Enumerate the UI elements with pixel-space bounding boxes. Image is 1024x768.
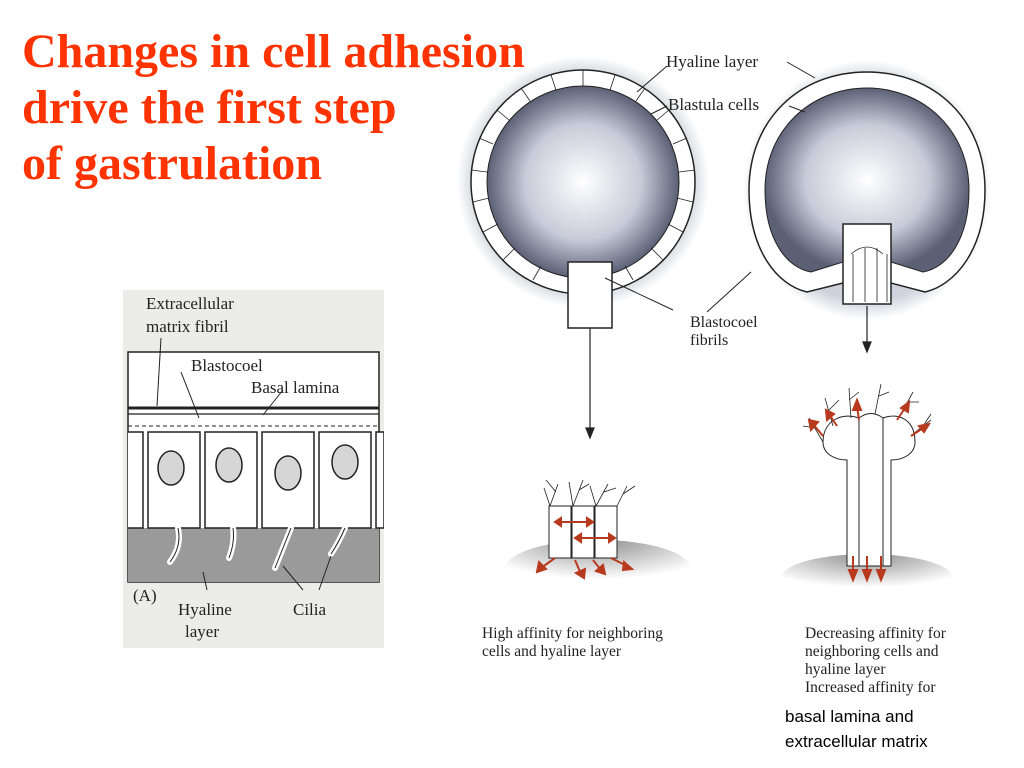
caption-left-line-1: High affinity for neighboring [482,625,663,642]
detail-right [781,383,953,602]
note-line-1: basal lamina and [785,707,914,726]
blastocoel-fibrils-label-1: Blastocoel [690,314,758,331]
caption-right-line-4: Increased affinity for [805,679,936,696]
detail-left [506,479,690,596]
caption-left: High affinity for neighboring cells and … [482,625,663,661]
blastocoel-fibrils-label-2: fibrils [690,332,729,349]
hyaline-label-1: Hyaline [178,600,232,619]
caption-right-line-1: Decreasing affinity for [805,625,946,642]
note-text: basal lamina and extracellular matrix [785,704,928,754]
basal-lamina-label: Basal lamina [251,378,340,397]
ecm-fibril-label-2: matrix fibril [146,317,229,336]
blastula-right [743,60,991,320]
slide-title: Changes in cell adhesion drive the first… [22,24,622,192]
title-line-1: Changes in cell adhesion [22,25,525,78]
cell-layer-inset: Extracellular matrix fibril Blastocoel B… [123,290,384,648]
caption-left-line-2: cells and hyaline layer [482,643,622,660]
caption-right: Decreasing affinity for neighboring cell… [805,625,946,697]
ecm-fibril-label-1: Extracellular [146,294,234,313]
note-line-2: extracellular matrix [785,732,928,751]
title-line-3: of gastrulation [22,137,322,190]
title-line-2: drive the first step [22,81,397,134]
blastocoel-label: Blastocoel [191,356,263,375]
blastula-cells-label: Blastula cells [668,95,760,114]
blastula-left [457,56,709,329]
caption-right-line-2: neighboring cells and [805,643,939,660]
panel-letter: (A) [133,586,157,605]
hyaline-label-2: layer [185,622,219,641]
hyaline-layer-label: Hyaline layer [666,52,759,71]
cilia-label: Cilia [293,600,327,619]
gastrulation-diagram [457,56,991,602]
inset-illustration [127,337,384,591]
caption-right-line-3: hyaline layer [805,661,886,678]
